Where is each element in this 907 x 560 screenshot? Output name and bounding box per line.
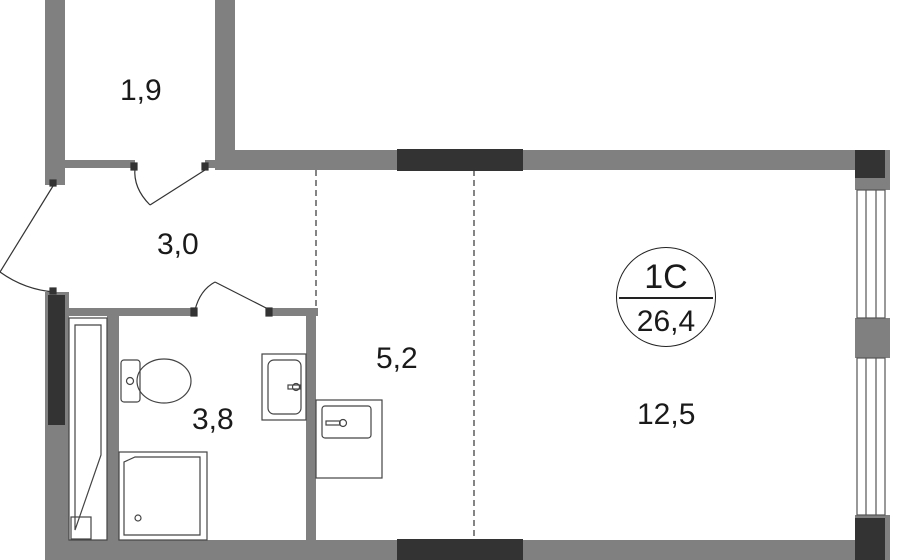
kitchen-sink-icon [315, 399, 383, 479]
room-area-kitchen: 5,2 [376, 342, 418, 375]
window-right [856, 189, 886, 516]
apartment-type: 1С [644, 258, 688, 296]
bathroom-door [190, 281, 273, 317]
entrance-door [0, 179, 57, 295]
apartment-total-area: 26,4 [636, 305, 696, 338]
toilet-icon [120, 358, 192, 404]
storage-door [130, 162, 209, 206]
bathroom-sink-icon [261, 353, 307, 421]
dark-wall-segments [48, 149, 885, 560]
apartment-badge: 1С 26,4 [616, 247, 716, 347]
zone-separators [315, 170, 475, 540]
shower-icon [118, 451, 208, 541]
walls [45, 0, 890, 560]
room-area-living: 12,5 [637, 398, 696, 431]
badge-divider [619, 297, 713, 299]
bathtub [68, 317, 108, 541]
room-area-hallway: 3,0 [157, 228, 199, 261]
room-area-bathroom: 3,8 [192, 403, 234, 436]
room-area-storage: 1,9 [120, 74, 162, 107]
